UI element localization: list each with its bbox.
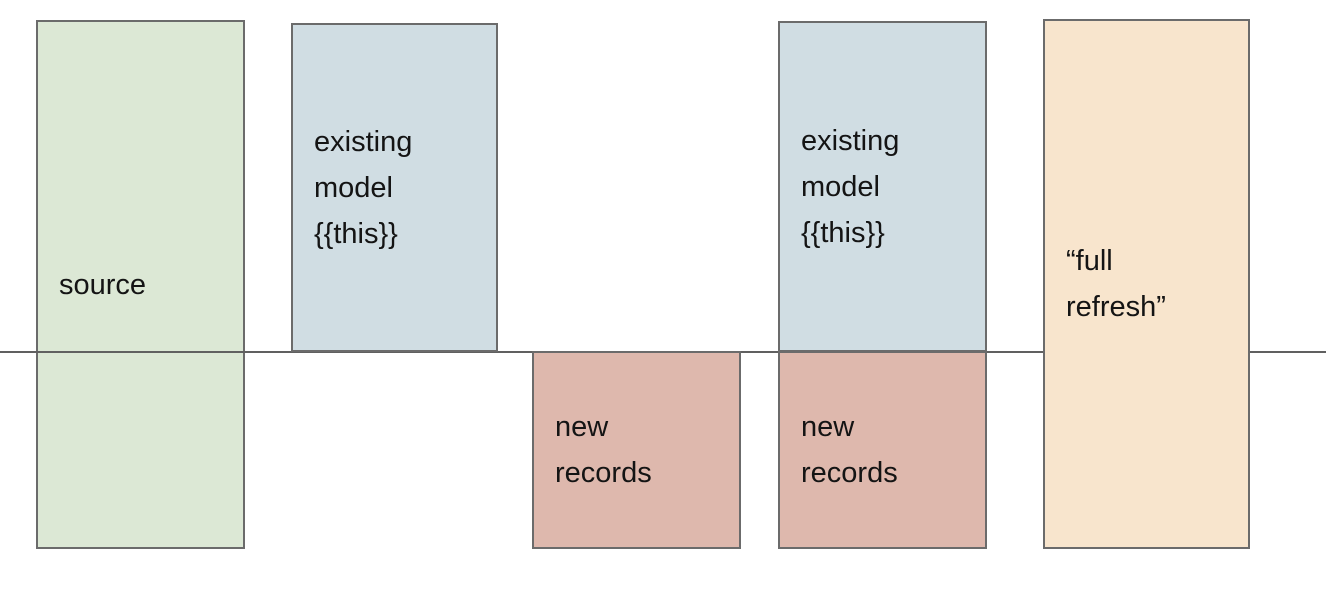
new-records-box-2-label: new records — [801, 411, 898, 489]
full-refresh-box-label: “full refresh” — [1066, 245, 1166, 323]
existing-model-box-2: existing model {{this}} — [778, 21, 987, 352]
new-records-box-1-label: new records — [555, 411, 652, 489]
source-box: source — [36, 20, 245, 549]
full-refresh-box: “full refresh” — [1043, 19, 1250, 549]
source-box-label: source — [59, 268, 147, 301]
new-records-box-2: new records — [778, 351, 987, 549]
new-records-box-1: new records — [532, 351, 741, 549]
existing-model-box-1-label: existing model {{this}} — [314, 125, 413, 250]
existing-model-box-1: existing model {{this}} — [291, 23, 498, 352]
existing-model-box-2-label: existing model {{this}} — [801, 124, 900, 249]
